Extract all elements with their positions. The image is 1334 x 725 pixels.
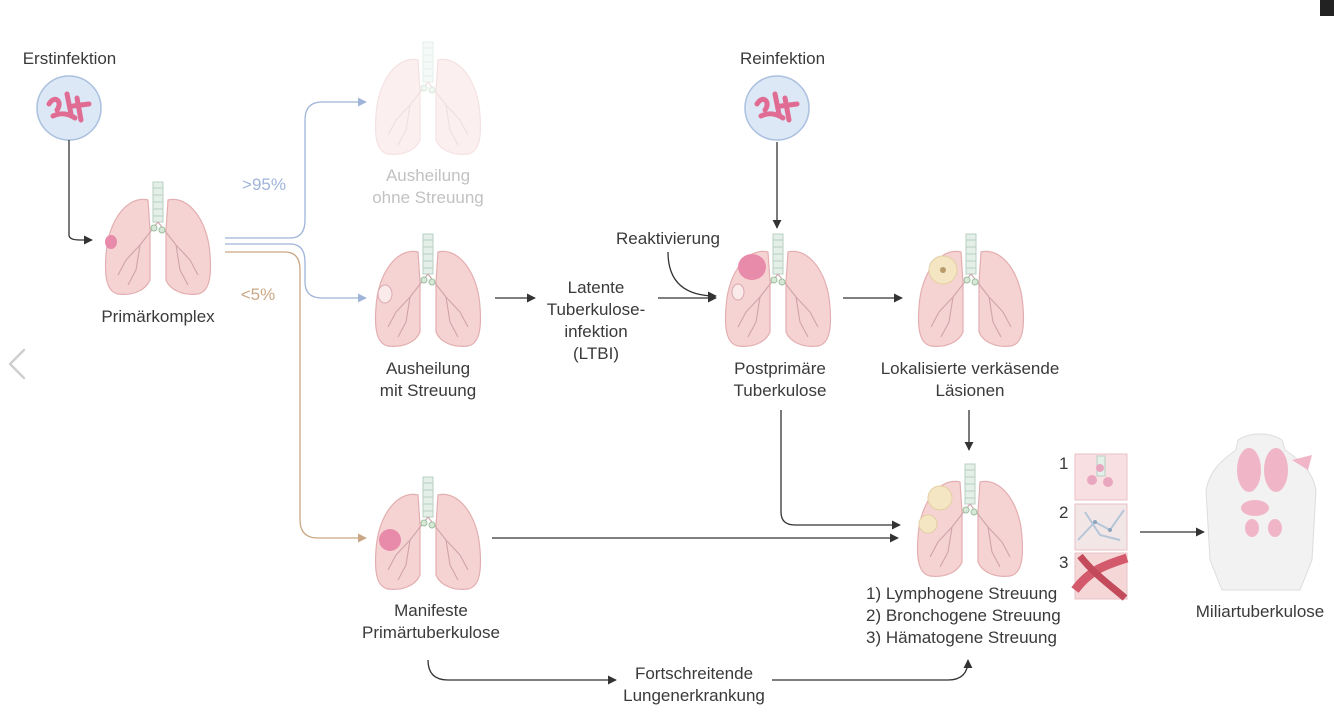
label-reinfektion: Reinfektion	[739, 49, 826, 68]
inset-bronchogen	[1074, 503, 1128, 551]
label-reaktivierung: Reaktivierung	[616, 229, 720, 248]
lung-icon-ausheilung-ohne	[374, 41, 482, 155]
lung-icon-manifeste	[374, 476, 482, 590]
bacteria-icon-reinfektion	[745, 76, 809, 140]
lung-icon-streuung	[916, 463, 1024, 577]
arrows	[68, 97, 1205, 685]
label-primaerkomplex: Primärkomplex	[101, 307, 215, 326]
bacteria-icon-erstinfektion	[37, 76, 101, 140]
expand-icon[interactable]	[1320, 0, 1334, 16]
inset-number-3: 3	[1059, 553, 1069, 572]
label-erstinfektion: Erstinfektion	[22, 49, 117, 68]
lung-icon-ausheilung-mit	[374, 233, 482, 347]
inset-number-1: 1	[1059, 454, 1069, 473]
lung-icon-postprimaer	[724, 233, 832, 347]
lung-icon-lokalisierte	[917, 233, 1025, 347]
inset-haematogen	[1071, 552, 1129, 601]
body-icon	[1205, 433, 1317, 591]
label-pct-low: <5%	[240, 285, 276, 304]
chevron-left-icon[interactable]	[2, 344, 32, 384]
label-miliar: Miliartuberkulose	[1195, 602, 1325, 621]
inset-lymphogen	[1074, 453, 1128, 501]
inset-number-2: 2	[1059, 503, 1069, 522]
label-pct-high: >95%	[242, 175, 286, 194]
lung-icon-primaerkomplex	[104, 181, 212, 295]
